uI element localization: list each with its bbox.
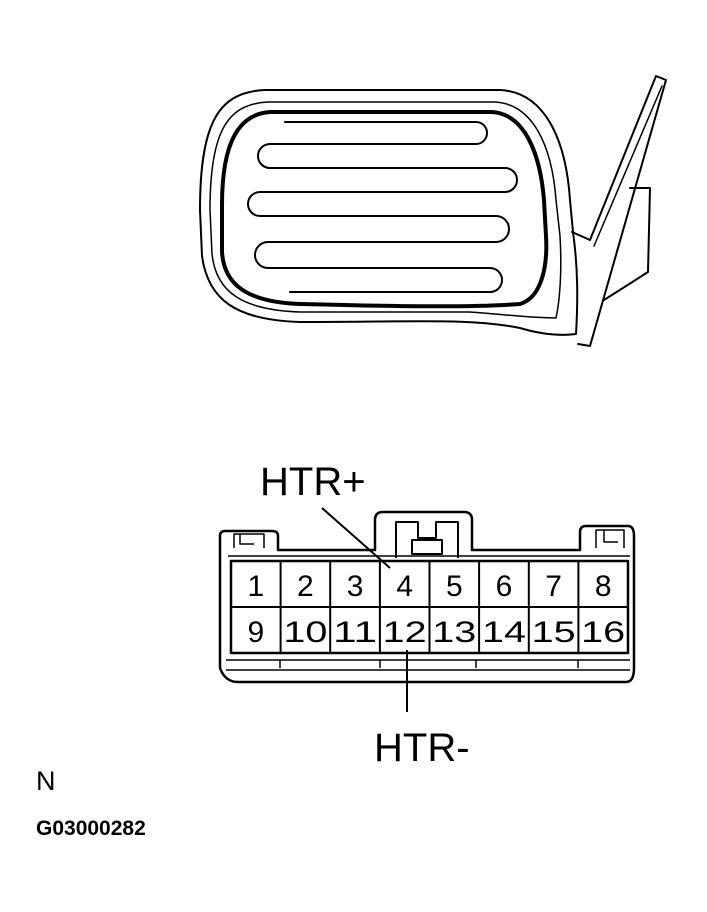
pin-label: 14 xyxy=(482,616,526,649)
mirror-icon xyxy=(199,75,667,347)
pin-label: 6 xyxy=(496,570,513,603)
pin-label: 5 xyxy=(446,570,463,603)
pin-label: 8 xyxy=(595,570,612,603)
pin-label: 16 xyxy=(581,616,625,649)
pin-label: 1 xyxy=(247,570,264,603)
pin-label: 7 xyxy=(545,570,562,603)
view-letter: N xyxy=(36,766,56,796)
connector-pin-labels: 1 2 3 4 5 6 7 8 9 10 11 12 13 14 15 16 xyxy=(247,570,625,649)
htr-plus-label: HTR+ xyxy=(260,460,366,504)
pin-label: 3 xyxy=(347,570,364,603)
pin-label: 10 xyxy=(283,616,327,649)
pin-label: 12 xyxy=(383,616,427,649)
htr-plus-leader-line xyxy=(321,507,391,569)
connector-icon xyxy=(218,510,636,684)
figure-code: G03000282 xyxy=(36,817,146,840)
pin-label: 15 xyxy=(532,616,576,649)
pin-label: 2 xyxy=(297,570,314,603)
htr-minus-label: HTR- xyxy=(374,726,470,770)
pin-label: 13 xyxy=(432,616,476,649)
pin-label: 4 xyxy=(396,570,413,603)
pin-label: 11 xyxy=(333,616,377,649)
pin-label: 9 xyxy=(247,616,264,649)
